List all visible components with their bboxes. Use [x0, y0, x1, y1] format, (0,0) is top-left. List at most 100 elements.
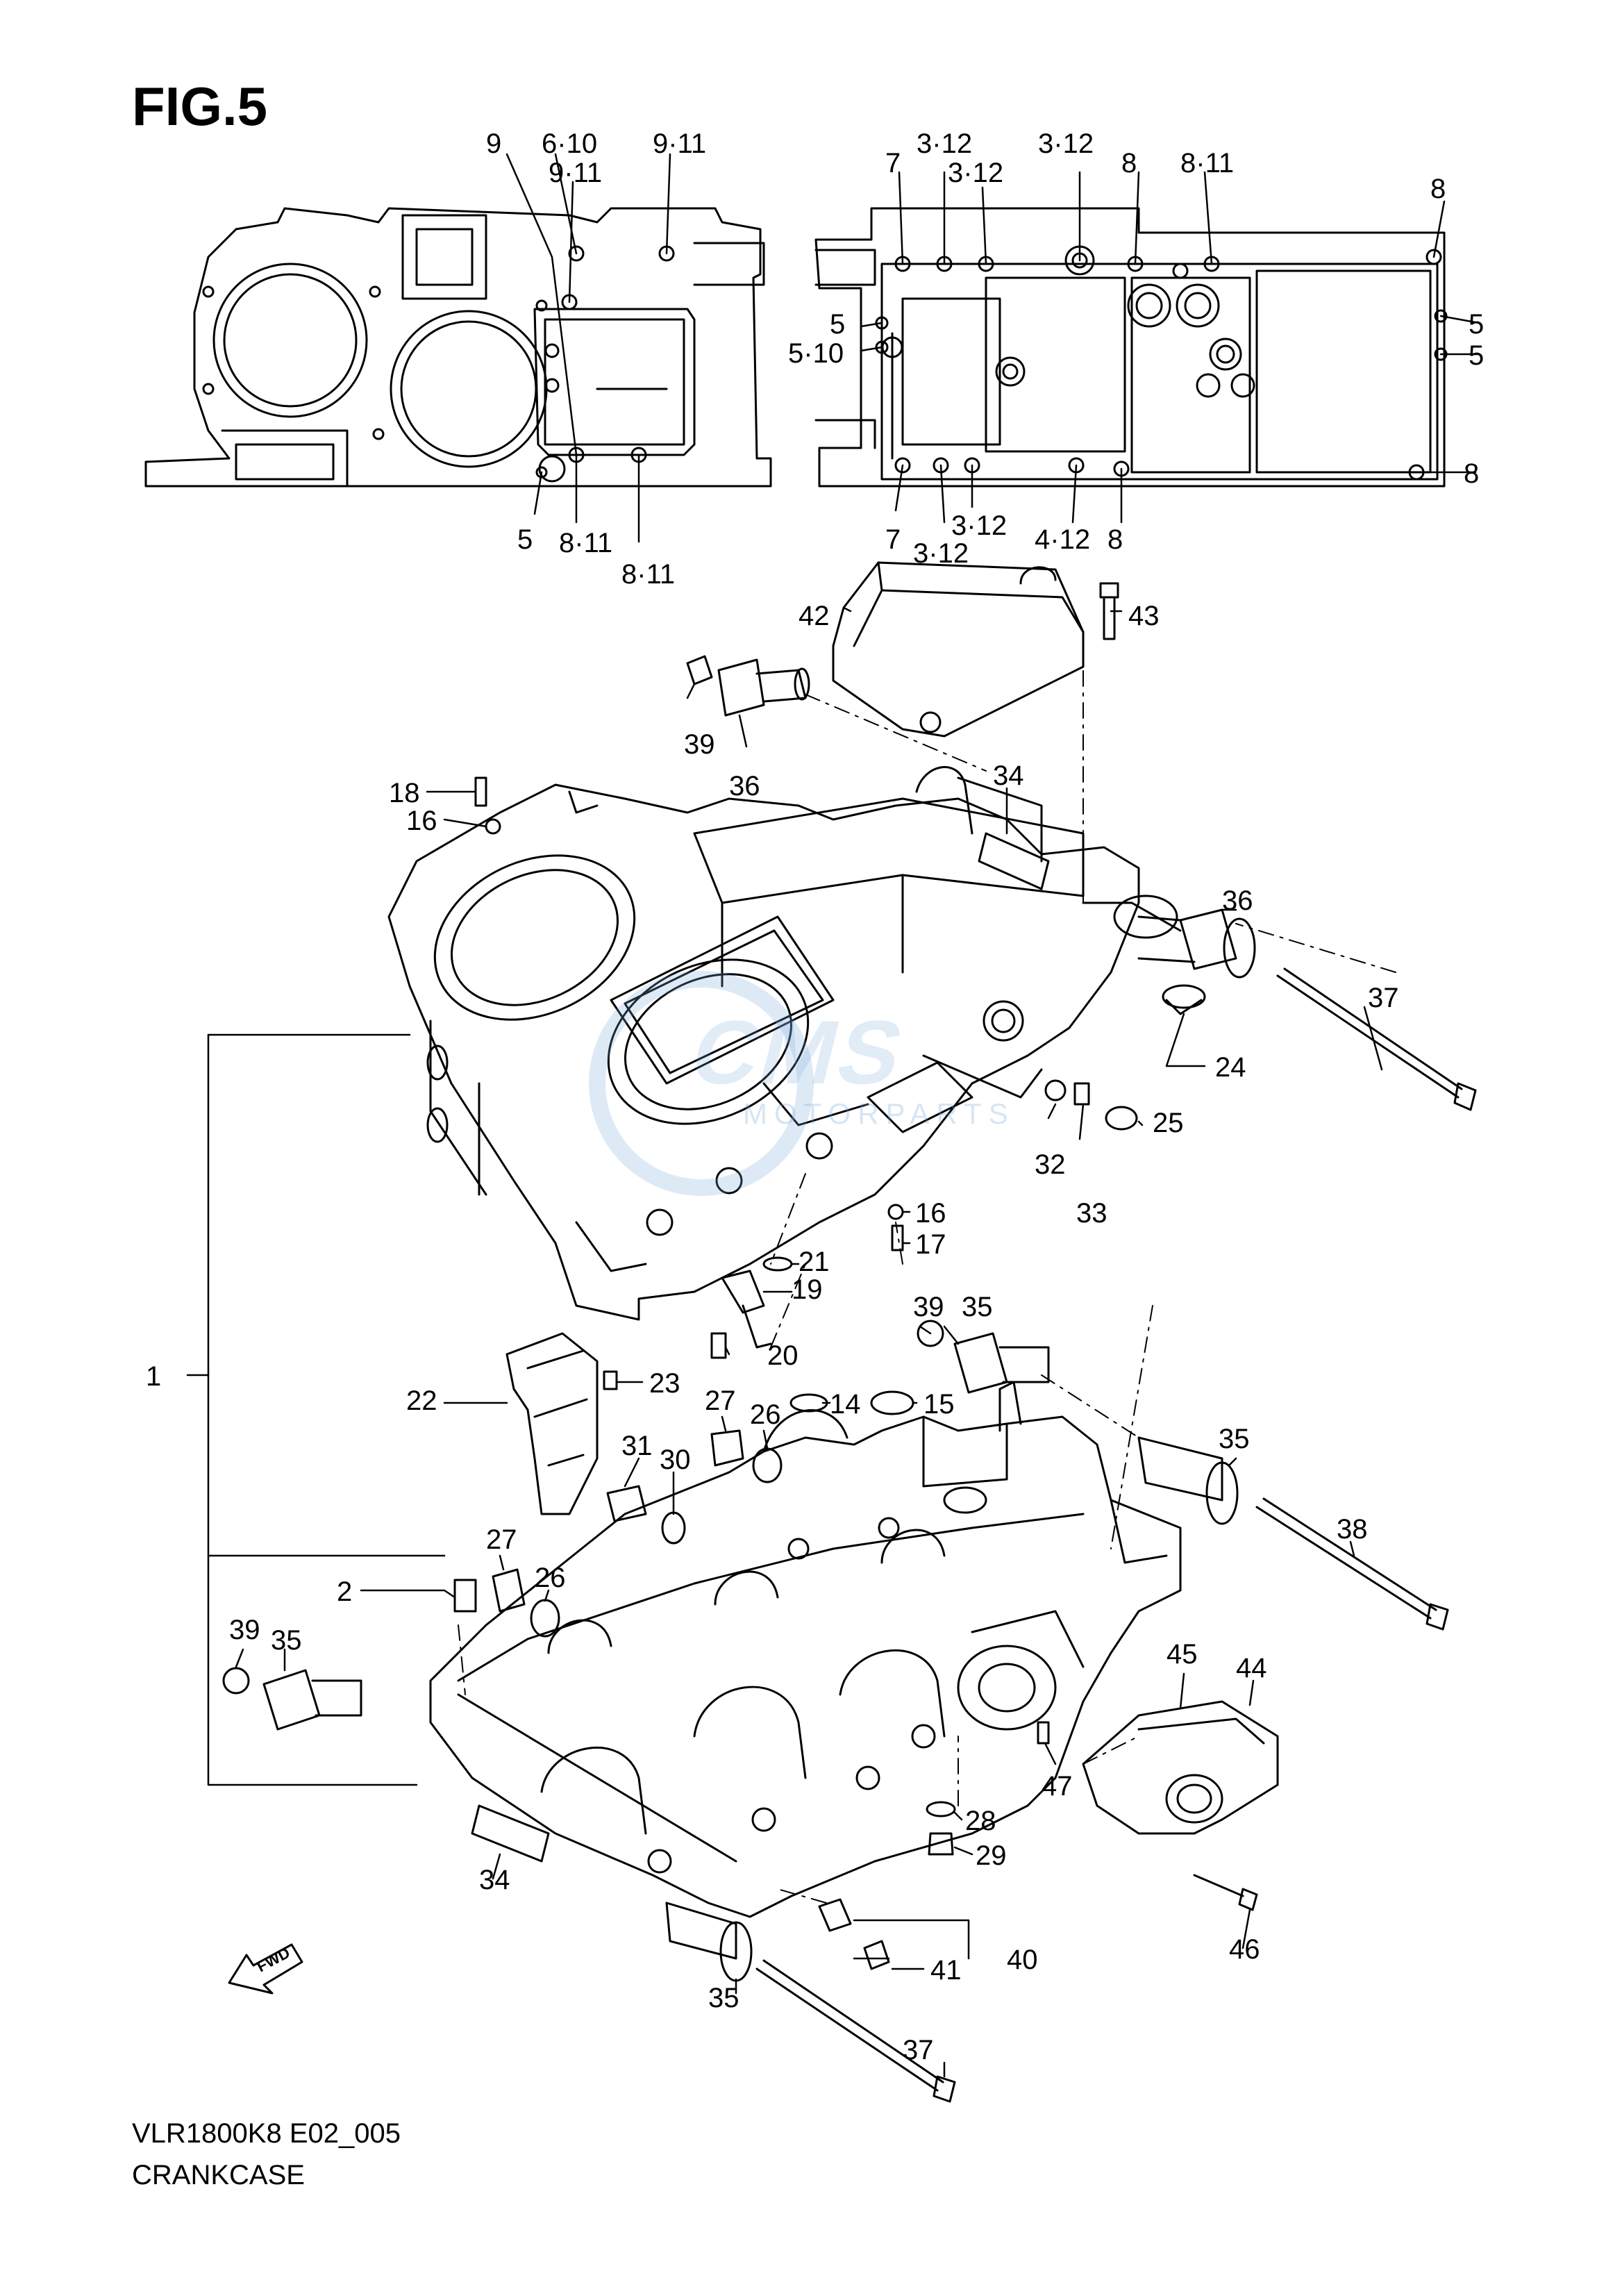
watermark-brand: CMS — [681, 1001, 917, 1103]
main-callout-14: 14 — [830, 1389, 861, 1420]
part-32-33-bolt-washer — [1044, 1079, 1090, 1106]
top-callout-5: 5 — [1469, 309, 1484, 340]
main-callout-1: 1 — [146, 1361, 161, 1392]
main-callout-34: 34 — [479, 1865, 510, 1895]
main-callout-35: 35 — [271, 1625, 302, 1656]
part-35-plug-right-lower — [1137, 1436, 1239, 1525]
top-callout-5-10: 5·10 — [788, 338, 844, 369]
main-callout-40: 40 — [1007, 1945, 1038, 1975]
main-callout-22: 22 — [406, 1386, 437, 1416]
main-callout-35: 35 — [708, 1983, 739, 2013]
part-46-bolt — [1193, 1874, 1258, 1911]
lower-crankcase-top-view — [814, 207, 1448, 488]
top-leader-lines — [505, 153, 1480, 543]
main-callout-36: 36 — [1222, 885, 1253, 916]
main-callout-38: 38 — [1337, 1514, 1368, 1545]
top-callout-8: 8 — [1464, 458, 1479, 489]
top-callout-9-11: 9·11 — [549, 158, 602, 188]
main-callout-43: 43 — [1128, 601, 1160, 631]
top-callout-9: 9 — [486, 128, 501, 159]
main-callout-21: 21 — [799, 1247, 830, 1277]
main-callout-44: 44 — [1236, 1653, 1267, 1683]
part-44-cover — [1082, 1700, 1279, 1835]
main-callout-37: 37 — [903, 2035, 934, 2065]
top-callout-8-11: 8·11 — [559, 528, 612, 558]
part-36-plug-right — [1137, 908, 1256, 979]
main-callout-42: 42 — [799, 601, 830, 631]
part-40-41-fittings — [818, 1898, 890, 1970]
fwd-arrow-icon — [228, 1943, 303, 1995]
main-leader-lines — [186, 606, 1383, 2078]
main-callout-39: 39 — [229, 1615, 260, 1645]
part-36-plug-upper-left — [686, 655, 810, 717]
main-callout-25: 25 — [1153, 1108, 1184, 1138]
main-callout-16: 16 — [915, 1198, 946, 1229]
main-callout-34: 34 — [993, 760, 1024, 791]
main-callout-32: 32 — [1035, 1149, 1066, 1180]
part-37-long-bolt-right — [1276, 967, 1477, 1111]
main-callout-23: 23 — [649, 1368, 680, 1399]
main-callout-18: 18 — [389, 778, 420, 808]
main-callout-27: 27 — [705, 1386, 736, 1416]
top-callout-4-12: 4·12 — [1035, 524, 1090, 555]
part-22-bracket — [505, 1332, 618, 1515]
part-24-cap — [1162, 984, 1206, 1015]
top-callout-6-10: 6·10 — [542, 128, 597, 159]
main-callout-37: 37 — [1368, 983, 1399, 1013]
section-name: CRANKCASE — [132, 2160, 305, 2190]
main-callout-35: 35 — [962, 1292, 993, 1322]
part-35-plug-left — [222, 1667, 362, 1731]
main-callout-19: 19 — [792, 1274, 823, 1305]
top-callout-3-12: 3·12 — [951, 510, 1007, 541]
top-callout-5: 5 — [1469, 340, 1484, 371]
top-callout-8: 8 — [1430, 174, 1446, 204]
part-43-bolt — [1099, 582, 1119, 640]
top-callout-8-11: 8·11 — [1180, 148, 1234, 178]
part-42-cover — [832, 561, 1085, 738]
part-35-plug-bottom — [665, 1902, 753, 1982]
lower-crankcase-half — [429, 1381, 1182, 1918]
main-callout-24: 24 — [1215, 1052, 1246, 1083]
watermark-logo — [589, 971, 814, 1196]
main-callout-36: 36 — [729, 771, 760, 801]
top-callout-8-11: 8·11 — [621, 559, 675, 590]
main-callout-26: 26 — [535, 1563, 566, 1593]
top-callout-3-12: 3·12 — [1038, 128, 1094, 159]
part-37-long-bolt-bottom — [755, 1959, 956, 2103]
main-callout-15: 15 — [923, 1389, 955, 1420]
part-28-29-plug — [926, 1801, 956, 1856]
main-callout-31: 31 — [621, 1431, 653, 1461]
part-47-dowel — [1037, 1721, 1050, 1745]
figure-title: FIG.5 — [132, 76, 268, 137]
main-callout-41: 41 — [930, 1955, 962, 1986]
main-callout-39: 39 — [913, 1292, 944, 1322]
top-callout-5: 5 — [830, 309, 845, 340]
watermark-sub: MOTORPARTS — [743, 1097, 1015, 1130]
main-callout-35: 35 — [1219, 1424, 1250, 1454]
main-callout-33: 33 — [1076, 1198, 1107, 1229]
main-callout-27: 27 — [486, 1524, 517, 1555]
main-callout-20: 20 — [767, 1340, 799, 1371]
main-callout-16: 16 — [406, 806, 437, 836]
main-callout-46: 46 — [1229, 1934, 1260, 1965]
main-callout-29: 29 — [976, 1840, 1007, 1871]
top-callout-3-12: 3·12 — [917, 128, 972, 159]
main-callout-30: 30 — [660, 1445, 691, 1475]
part-38-long-bolt — [1255, 1497, 1449, 1631]
upper-crankcase-half — [387, 766, 1182, 1321]
dashed-assembly-lines — [458, 638, 1396, 1904]
top-callout-7: 7 — [885, 524, 901, 555]
top-callout-3-12: 3·12 — [913, 538, 969, 569]
main-callout-26: 26 — [750, 1399, 781, 1430]
top-callout-3-12: 3·12 — [948, 158, 1003, 188]
main-callout-28: 28 — [965, 1806, 996, 1836]
main-callout-2: 2 — [337, 1577, 352, 1607]
main-callout-47: 47 — [1042, 1771, 1073, 1802]
upper-crankcase-top-view — [144, 207, 772, 488]
main-callout-39: 39 — [684, 729, 715, 760]
main-callout-17: 17 — [915, 1229, 946, 1260]
top-callout-8: 8 — [1121, 148, 1137, 178]
